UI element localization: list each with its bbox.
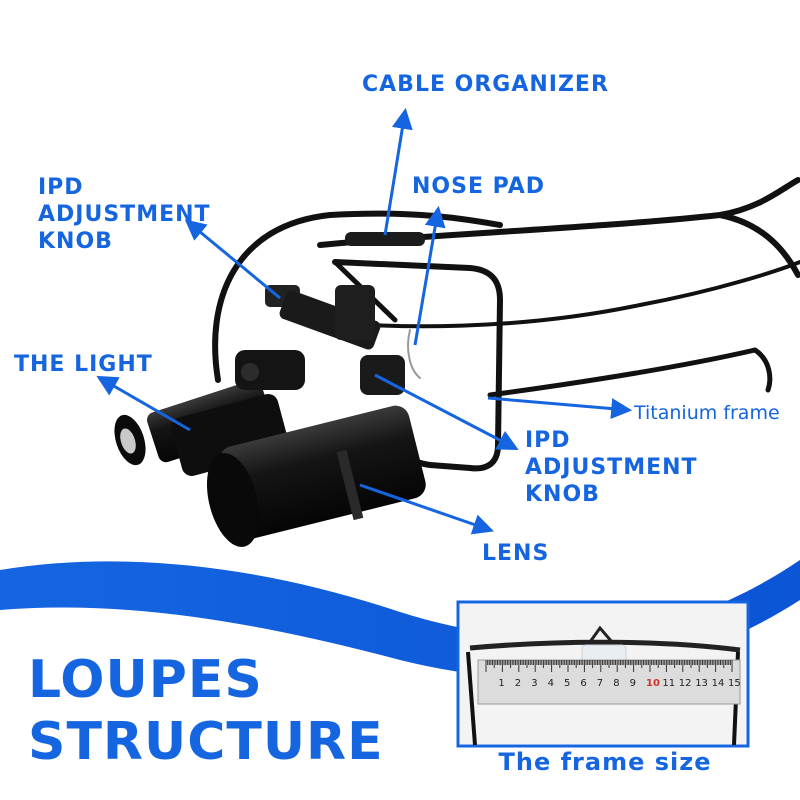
ruler-number: 15 <box>728 678 741 689</box>
label-ipd-knob-top-line3: KNOB <box>38 229 113 254</box>
title-line-1: LOUPES <box>28 650 263 710</box>
ruler-number: 12 <box>679 678 692 689</box>
title-line-2: STRUCTURE <box>28 712 384 772</box>
label-ipd-knob-bottom: IPD ADJUSTMENT KNOB <box>525 427 698 508</box>
ruler-number: 9 <box>630 678 636 689</box>
ruler-number: 10 <box>646 678 660 689</box>
label-lens: LENS <box>482 541 550 566</box>
label-ipd-knob-top-line1: IPD <box>38 175 84 200</box>
arrow-ipd-bottom <box>374 373 519 450</box>
front-lens-barrel <box>206 405 426 547</box>
ruler-number: 6 <box>580 678 586 689</box>
label-ipd-knob-bottom-line2: ADJUSTMENT <box>525 455 698 480</box>
arrow-cable-organizer <box>383 107 413 236</box>
arrow-nose-pad <box>413 205 446 346</box>
arrow-titanium-frame <box>487 396 633 420</box>
cable-organizer-clip <box>345 232 425 246</box>
label-ipd-knob-top: IPD ADJUSTMENT KNOB <box>38 174 211 255</box>
label-cable-organizer: CABLE ORGANIZER <box>362 72 609 97</box>
annotation-arrows <box>96 107 633 535</box>
label-ipd-knob-top-line2: ADJUSTMENT <box>38 202 211 227</box>
ruler-number: 3 <box>531 678 537 689</box>
label-nose-pad: NOSE PAD <box>412 174 546 199</box>
label-the-light: THE LIGHT <box>14 352 153 377</box>
ruler-number: 7 <box>597 678 603 689</box>
ruler-number: 5 <box>564 678 570 689</box>
label-ipd-knob-bottom-line1: IPD <box>525 428 571 453</box>
arrow-the-light <box>96 375 191 432</box>
ruler-number: 13 <box>695 678 708 689</box>
ruler-number: 1 <box>498 678 504 689</box>
arrow-ipd-top <box>184 219 281 300</box>
ruler-number: 4 <box>548 678 554 689</box>
label-ipd-knob-bottom-line3: KNOB <box>525 482 600 507</box>
arrow-lens <box>359 483 494 535</box>
ruler-number: 11 <box>662 678 675 689</box>
ruler-number: 8 <box>613 678 619 689</box>
label-titanium-frame: Titanium frame <box>634 402 780 424</box>
ruler-number: 14 <box>712 678 725 689</box>
ipd-mount <box>265 285 405 395</box>
inset-caption: The frame size <box>498 748 712 776</box>
ruler-number: 2 <box>515 678 521 689</box>
